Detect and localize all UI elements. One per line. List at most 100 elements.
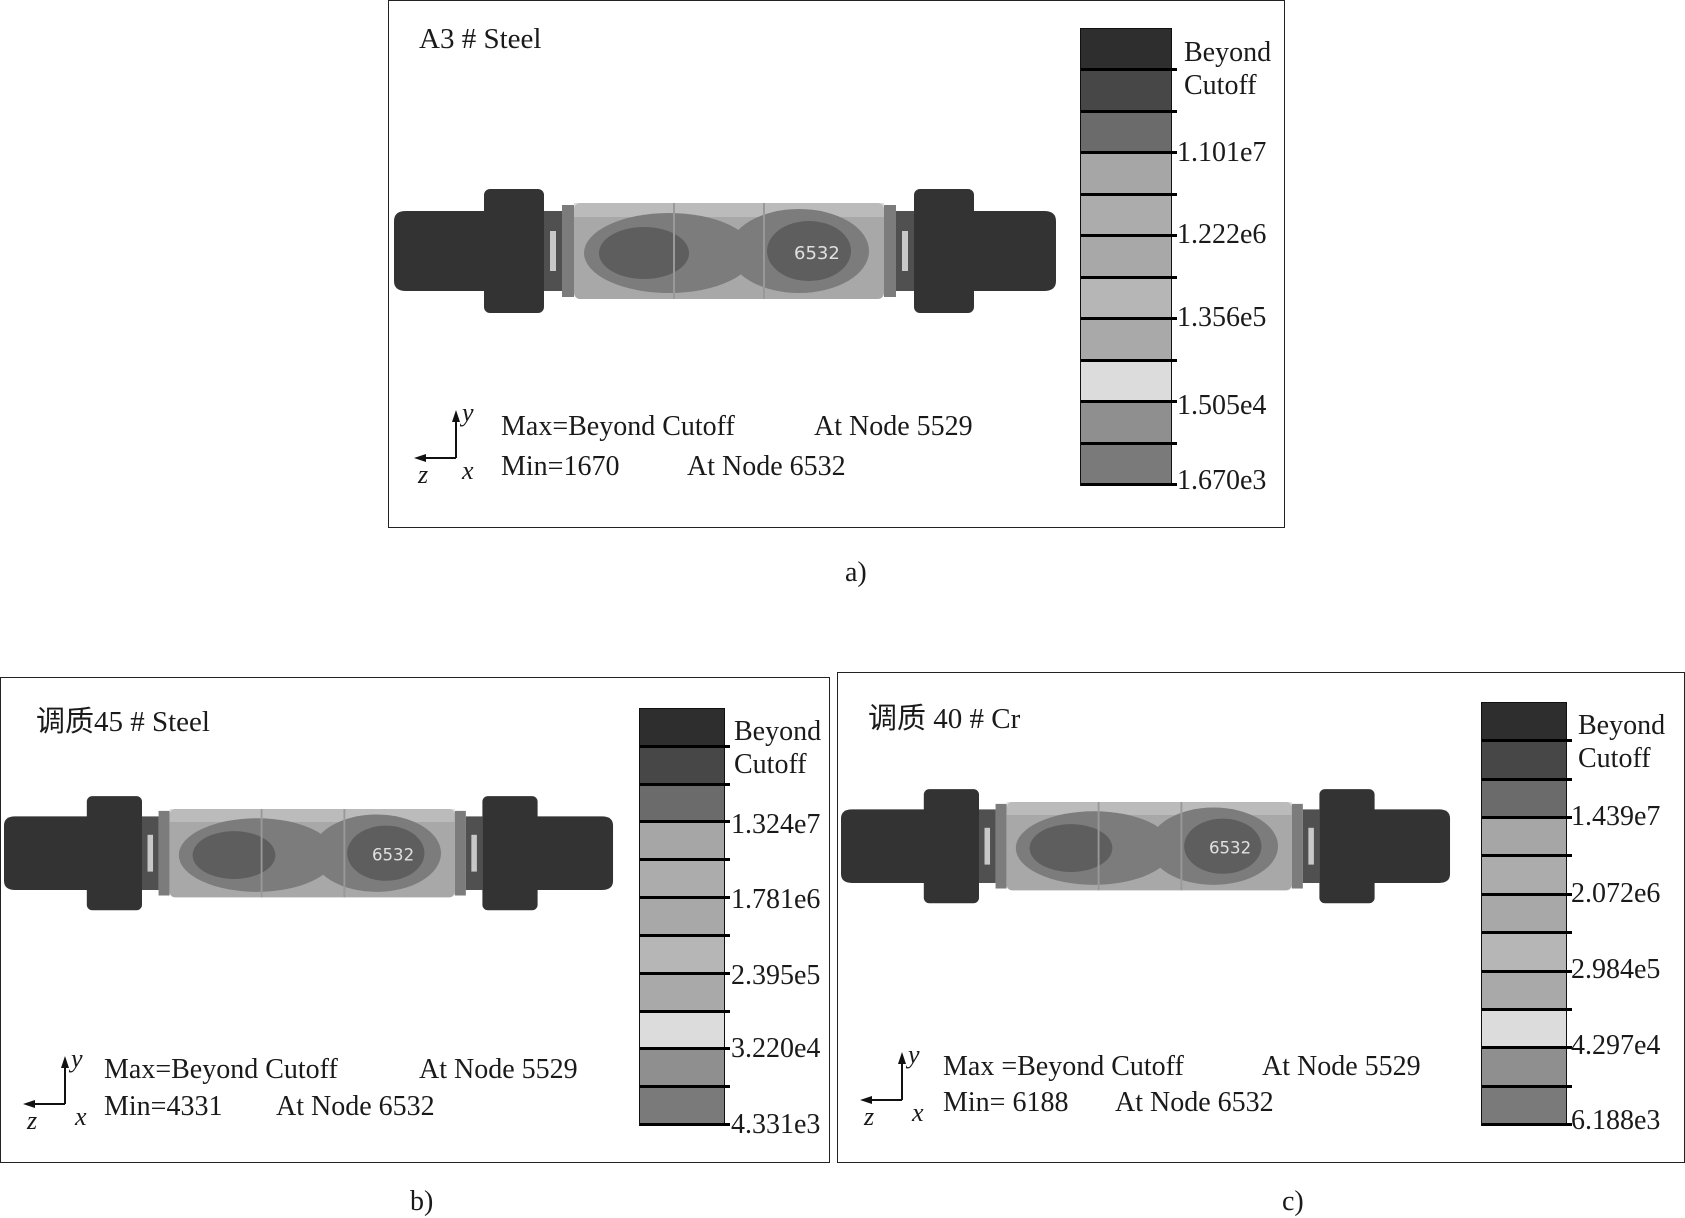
flange-right — [1319, 789, 1375, 904]
flange-left — [86, 796, 142, 911]
shaft-end-left — [394, 211, 489, 291]
collar-highlight — [550, 231, 556, 271]
panel-b: 6532 调质45 # Steel y x z Max=Beyond Cutof… — [0, 677, 830, 1163]
legend-bar — [1481, 702, 1572, 1126]
legend-tick: 1.439e7 — [1571, 801, 1661, 832]
legend-divider — [1482, 854, 1572, 858]
legend-divider — [640, 1047, 730, 1051]
legend-tick: 1.101e7 — [1177, 137, 1267, 168]
legend-divider — [640, 896, 730, 900]
legend-segment — [640, 784, 724, 824]
min-text: Min=1670 — [501, 451, 620, 482]
max-node-text: At Node 5529 — [1262, 1051, 1421, 1082]
legend-divider — [1081, 441, 1177, 445]
legend-segment — [1482, 1048, 1566, 1088]
legend-tick: 6.188e3 — [1571, 1105, 1661, 1136]
collar-highlight — [902, 231, 908, 271]
step-right — [1291, 803, 1303, 889]
legend-segment — [640, 1049, 724, 1089]
node-label: 6532 — [372, 846, 414, 865]
legend-segment — [1081, 111, 1171, 155]
legend-segment — [640, 822, 724, 862]
legend-divider — [1482, 892, 1572, 896]
legend-segment — [640, 935, 724, 975]
legend-tick: 1.222e6 — [1177, 219, 1267, 250]
min-text: Min= 6188 — [943, 1087, 1069, 1118]
legend-segment — [1081, 153, 1171, 196]
axis-y-label: y — [462, 398, 474, 427]
legend-cutoff: Cutoff — [1184, 70, 1257, 101]
legend-divider — [640, 744, 730, 748]
axis-x-label: x — [75, 1102, 87, 1131]
legend-segment — [1482, 818, 1566, 858]
stress-core — [1184, 818, 1262, 874]
axis-z-label: z — [864, 1102, 875, 1131]
legend-tick: 1.505e4 — [1177, 390, 1267, 421]
legend-segment — [640, 1087, 724, 1126]
axis-y-label: y — [908, 1040, 920, 1069]
collar-highlight — [471, 834, 477, 872]
legend-tick: 1.356e5 — [1177, 302, 1267, 333]
legend-divider — [1482, 931, 1572, 935]
legend-tick: 1.781e6 — [731, 884, 821, 915]
legend-divider — [640, 858, 730, 862]
collar-highlight — [984, 827, 991, 865]
legend-segment — [1482, 894, 1566, 935]
legend-divider — [1081, 400, 1177, 404]
legend-segment — [1081, 29, 1171, 72]
panel-title: A3 # Steel — [419, 23, 542, 55]
shaft-model-b: 6532 — [4, 796, 614, 911]
legend-segment — [1081, 402, 1171, 445]
legend-cutoff: Cutoff — [1578, 743, 1651, 774]
step-right — [884, 205, 896, 297]
legend-segment — [1081, 70, 1171, 113]
legend-segment — [640, 973, 724, 1013]
panel-a: 6532 A3 # Steel y x z Max=Beyond Cutoff … — [388, 0, 1285, 528]
legend-bar — [1080, 28, 1177, 486]
legend-divider — [1482, 777, 1572, 781]
legend-divider — [640, 1009, 730, 1013]
legend-divider — [1482, 1007, 1572, 1011]
legend-divider — [1482, 1046, 1572, 1050]
axis-y-label: y — [71, 1044, 83, 1073]
body-highlight — [1006, 802, 1292, 815]
flange-left — [484, 189, 544, 313]
legend-divider — [1482, 1084, 1572, 1088]
legend-segment — [640, 746, 724, 786]
legend-tick: 3.220e4 — [731, 1033, 821, 1064]
stress-core — [599, 227, 689, 279]
max-node-text: At Node 5529 — [419, 1054, 578, 1085]
shaft: 6532 — [394, 189, 1056, 313]
legend-divider — [1081, 275, 1177, 279]
legend-tick: 1.324e7 — [731, 809, 821, 840]
legend-segment — [640, 898, 724, 937]
min-node-text: At Node 6532 — [1115, 1087, 1274, 1118]
legend-segment — [1482, 1086, 1566, 1126]
panel-title: 调质45 # Steel — [36, 706, 210, 738]
legend-divider — [1081, 151, 1177, 155]
legend-tick: 1.670e3 — [1177, 465, 1267, 496]
body-highlight — [169, 809, 455, 822]
legend-cutoff: Cutoff — [734, 749, 807, 780]
legend-segment — [640, 860, 724, 900]
legend-tick: 2.984e5 — [1571, 954, 1661, 985]
caption-b: b) — [410, 1186, 434, 1217]
legend-segment — [1081, 319, 1171, 362]
max-text: Max =Beyond Cutoff — [943, 1051, 1184, 1082]
panel-c: 6532 调质 40 # Cr y x z Max =Beyond Cutoff… — [837, 672, 1685, 1163]
axis-x-label: x — [462, 456, 474, 485]
legend-segment — [1482, 856, 1566, 896]
step-left — [562, 205, 574, 297]
legend-segment — [1482, 741, 1566, 781]
shaft-end-right — [969, 211, 1056, 291]
max-node-text: At Node 5529 — [814, 411, 973, 442]
shaft-end-left — [4, 816, 92, 890]
caption-a: a) — [845, 557, 867, 588]
axis-triad: y x z — [23, 1044, 87, 1135]
legend-divider — [1081, 109, 1177, 113]
legend-segment — [1482, 933, 1566, 973]
legend-segment — [1081, 443, 1171, 486]
legend-segment — [1081, 236, 1171, 279]
shaft-end-right — [533, 816, 614, 890]
shaft-end-right — [1370, 809, 1451, 883]
